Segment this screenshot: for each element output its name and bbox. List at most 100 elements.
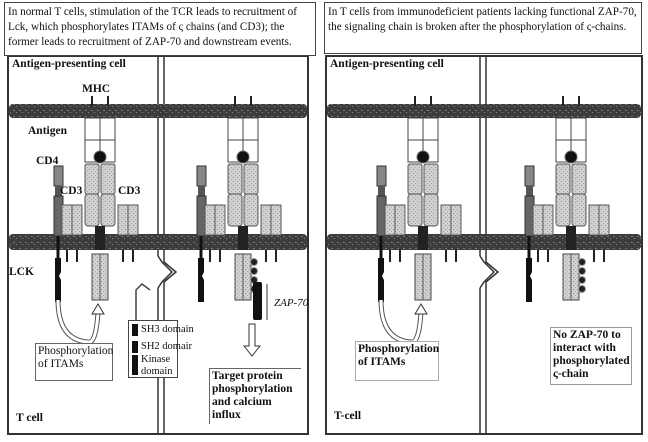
zap70-label: ZAP-70 — [274, 297, 309, 309]
tcell-label-left: T cell — [16, 412, 43, 424]
legend-connector — [135, 283, 151, 320]
phosphate — [578, 285, 586, 293]
cd3-gamma — [117, 204, 129, 236]
cd3-gamma — [260, 204, 272, 236]
phosphorylation-arc — [55, 299, 101, 345]
outcome-label-right: No ZAP-70 to interact with phosphorylate… — [553, 329, 630, 380]
outcome-label-left: Target protein phosphorylation and calci… — [212, 370, 293, 421]
phosphorylation-label-left: Phosphorylation of ITAMs — [38, 345, 114, 370]
arrowhead — [91, 303, 105, 315]
tcr-beta-c — [571, 193, 587, 227]
tcr-tm — [238, 226, 248, 250]
tcr-alpha-c — [407, 193, 423, 227]
cd3-gamma — [440, 204, 452, 236]
tcr-tm — [566, 226, 576, 250]
cd3-epsilon — [204, 204, 216, 236]
phosphate — [250, 267, 258, 275]
cd4-domain — [524, 165, 535, 187]
cd3-right-label: CD3 — [118, 185, 141, 197]
sh2-swatch — [132, 341, 138, 353]
cd3-epsilon — [598, 204, 610, 236]
outcome-box-right: No ZAP-70 to interact with phosphorylate… — [550, 327, 632, 385]
cd3-epsilon — [127, 204, 139, 236]
tcr-beta-c — [100, 193, 116, 227]
tcr-beta-v — [571, 163, 587, 195]
phosphorylation-box-right: Phosphorylation of ITAMs — [355, 341, 439, 381]
sh3-swatch — [132, 324, 138, 336]
cd3-gamma — [588, 204, 600, 236]
phosphate — [578, 267, 586, 275]
right-caption: In T cells from immunodeficient patients… — [324, 2, 642, 54]
cd3-epsilon — [450, 204, 462, 236]
cd4-domain — [196, 165, 207, 187]
sh3-label: SH3 domain — [141, 324, 194, 335]
tcr-alpha-v — [407, 163, 423, 195]
tcr-alpha-c — [227, 193, 243, 227]
zap70 — [253, 282, 262, 320]
tcr-alpha-v — [227, 163, 243, 195]
tcell-label-right: T-cell — [334, 410, 362, 422]
left-caption: In normal T cells, stimulation of the TC… — [4, 2, 316, 56]
tcr-beta-v — [423, 163, 439, 195]
cd4-label: CD4 — [36, 155, 59, 167]
mhc-label: MHC — [82, 83, 111, 95]
right-panel-frame — [325, 55, 643, 435]
signal-arrow — [242, 323, 262, 357]
phosphate — [578, 276, 586, 284]
cd4-hinge — [378, 186, 385, 196]
cd3-epsilon — [270, 204, 282, 236]
outcome-box-left: Target protein phosphorylation and calci… — [209, 368, 301, 424]
cd4-hinge — [526, 186, 533, 196]
phosphorylation-box-left: Phosphorylation of ITAMs — [35, 343, 113, 381]
apc-label-left: Antigen-presenting cell — [12, 58, 126, 70]
cd4-domain — [376, 165, 387, 187]
apc-label-right: Antigen-presenting cell — [330, 58, 444, 70]
phosphorylation-label-right: Phosphorylation of ITAMs — [358, 343, 440, 368]
cd3-delta — [542, 204, 554, 236]
lck-kinase — [526, 258, 532, 302]
lck-kinase — [198, 258, 204, 302]
lck-kinase — [378, 258, 384, 302]
antigen — [93, 150, 107, 164]
sh2-label: SH2 domair — [141, 341, 193, 352]
phosphate — [578, 258, 586, 266]
apc-membrane-right — [327, 104, 641, 118]
tcr-beta-c — [423, 193, 439, 227]
tcr-alpha-v — [84, 163, 100, 195]
lck-kinase — [55, 258, 61, 302]
antigen-label: Antigen — [28, 125, 67, 137]
tcr-tm — [418, 226, 428, 250]
right-divider — [479, 56, 500, 434]
tcell-membrane-left — [9, 234, 307, 250]
antigen — [564, 150, 578, 164]
phosphorylation-arc — [378, 299, 424, 345]
tcr-beta-v — [243, 163, 259, 195]
arrowhead — [414, 303, 428, 315]
cd3-epsilon — [384, 204, 396, 236]
kinase-label: Kinase domain — [141, 354, 173, 377]
tcr-tm — [95, 226, 105, 250]
domain-legend: SH3 domain SH2 domair Kinase domain — [128, 320, 194, 378]
tcr-beta-c — [243, 193, 259, 227]
tcr-alpha-c — [84, 193, 100, 227]
tcell-membrane-right — [327, 234, 641, 250]
antigen — [416, 150, 430, 164]
cd3-delta — [214, 204, 226, 236]
phosphate — [250, 258, 258, 266]
cd3-epsilon — [61, 204, 73, 236]
cd4-hinge — [198, 186, 205, 196]
apc-membrane-left — [9, 104, 307, 118]
tcr-alpha-v — [555, 163, 571, 195]
cd3-epsilon — [532, 204, 544, 236]
tcr-alpha-c — [555, 193, 571, 227]
antigen — [236, 150, 250, 164]
lck-label: LCK — [9, 266, 34, 278]
cd4-domain — [53, 165, 64, 187]
cd3-left-label: CD3 — [60, 185, 83, 197]
cd3-delta — [394, 204, 406, 236]
tcr-beta-v — [100, 163, 116, 195]
cd4-hinge — [55, 186, 62, 196]
cd3-delta — [71, 204, 83, 236]
kinase-swatch — [132, 355, 138, 375]
